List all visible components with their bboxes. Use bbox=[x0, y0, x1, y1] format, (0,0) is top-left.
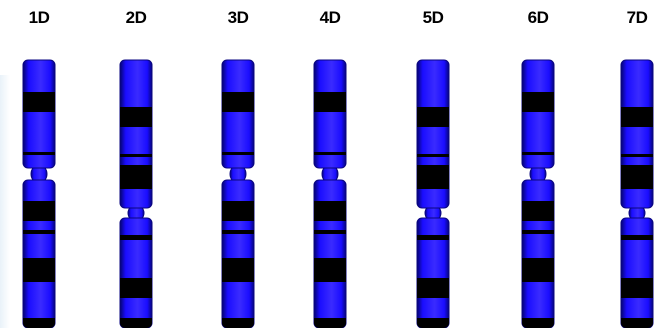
chromosome-band bbox=[521, 230, 555, 234]
chromosome-band bbox=[22, 230, 56, 234]
chromosome-4D bbox=[313, 60, 347, 328]
chromosome-band bbox=[119, 154, 153, 157]
long-arm bbox=[120, 218, 152, 328]
chromosome-band bbox=[22, 258, 56, 282]
chromosome-band bbox=[620, 235, 654, 240]
label-5D: 5D bbox=[423, 8, 444, 28]
chromosome-5D bbox=[416, 60, 450, 328]
chromosome-band bbox=[22, 92, 56, 112]
label-7D: 7D bbox=[627, 8, 648, 28]
chromosome-band bbox=[313, 152, 347, 155]
short-arm bbox=[23, 60, 55, 168]
chromosome-band bbox=[221, 258, 255, 282]
chromosome-band bbox=[620, 107, 654, 127]
chromosome-band bbox=[119, 318, 153, 328]
chromosome-band bbox=[221, 152, 255, 155]
chromosome-band bbox=[313, 258, 347, 282]
chromosome-band bbox=[620, 318, 654, 328]
chromosome-band bbox=[416, 318, 450, 328]
chromosome-band bbox=[119, 107, 153, 127]
chromosome-band bbox=[313, 92, 347, 112]
chromosome-band bbox=[221, 230, 255, 234]
chromosome-band bbox=[416, 165, 450, 189]
chromosome-band bbox=[620, 165, 654, 189]
chromosome-band bbox=[620, 278, 654, 298]
chromosome-band bbox=[416, 278, 450, 298]
chromosome-band bbox=[416, 154, 450, 157]
label-3D: 3D bbox=[228, 8, 249, 28]
chromosome-band bbox=[221, 92, 255, 112]
chromosome-band bbox=[313, 201, 347, 221]
long-arm bbox=[621, 218, 653, 328]
chromosome-3D bbox=[221, 60, 255, 328]
chromosome-band bbox=[119, 278, 153, 298]
chromosome-2D bbox=[119, 60, 153, 328]
chromosome-band bbox=[521, 92, 555, 112]
chromosome-band bbox=[521, 318, 555, 328]
chromosome-band bbox=[221, 318, 255, 328]
label-2D: 2D bbox=[126, 8, 147, 28]
chromosome-6D bbox=[521, 60, 555, 328]
chromosome-band bbox=[313, 318, 347, 328]
chromosome-band bbox=[521, 201, 555, 221]
chromosome-band bbox=[521, 258, 555, 282]
chromosome-band bbox=[22, 318, 56, 328]
chromosome-band bbox=[221, 201, 255, 221]
chromosome-band bbox=[313, 230, 347, 234]
long-arm bbox=[417, 218, 449, 328]
background-edge-glow bbox=[0, 75, 10, 328]
short-arm bbox=[314, 60, 346, 168]
chromosome-band bbox=[521, 152, 555, 155]
chromosome-band bbox=[22, 152, 56, 155]
chromosome-band bbox=[620, 154, 654, 157]
chromosome-band bbox=[119, 235, 153, 240]
chromosome-7D bbox=[620, 60, 654, 328]
chromosome-band bbox=[119, 165, 153, 189]
short-arm bbox=[522, 60, 554, 168]
chromosome-band bbox=[22, 201, 56, 221]
chromosome-band bbox=[416, 235, 450, 240]
chromosome-1D bbox=[22, 60, 56, 328]
short-arm bbox=[222, 60, 254, 168]
label-4D: 4D bbox=[320, 8, 341, 28]
label-6D: 6D bbox=[528, 8, 549, 28]
label-1D: 1D bbox=[29, 8, 50, 28]
chromosome-band bbox=[416, 107, 450, 127]
